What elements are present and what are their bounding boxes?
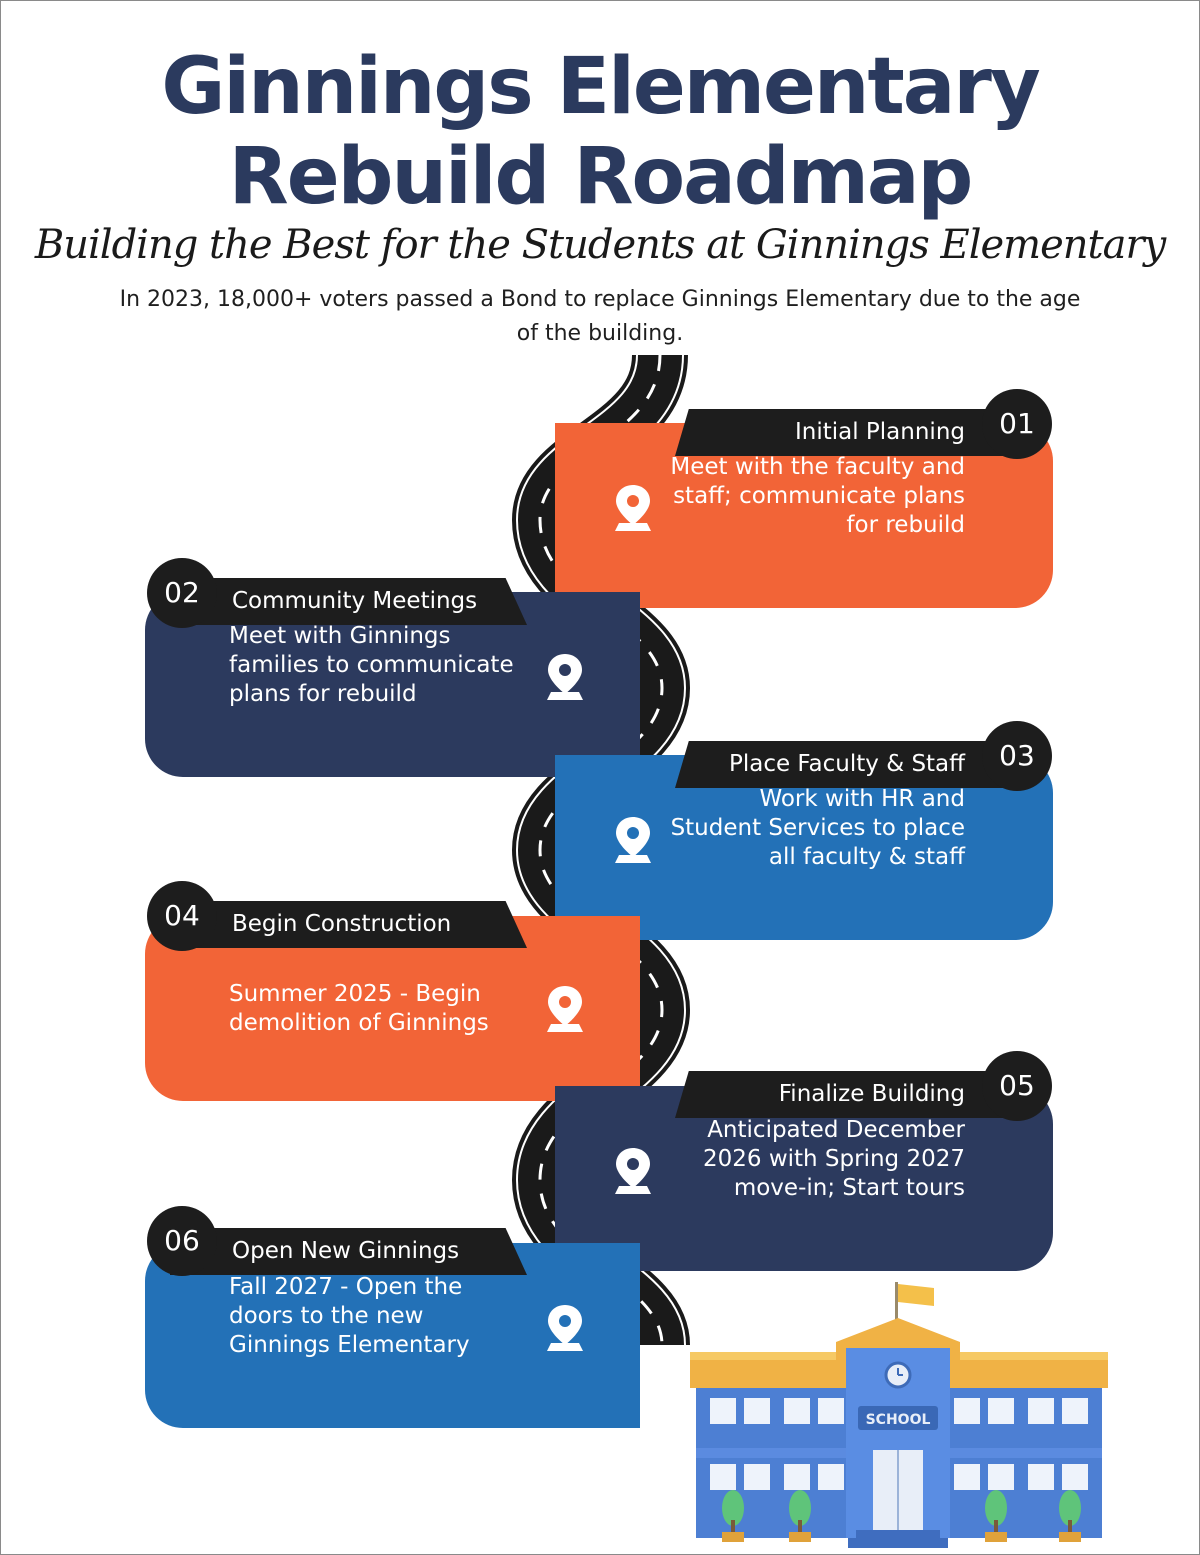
- step-description: Anticipated December 2026 with Spring 20…: [702, 1117, 965, 1201]
- step-description: Summer 2025 - Begin demolition of Ginnin…: [229, 981, 489, 1036]
- school-sign-text: SCHOOL: [866, 1412, 931, 1428]
- step-title-bar-05: Finalize Building: [675, 1071, 1020, 1118]
- page-subtitle: Building the Best for the Students at Gi…: [34, 222, 1166, 268]
- step-title: Begin Construction: [232, 911, 452, 937]
- step-title: Place Faculty & Staff: [728, 751, 965, 777]
- map-pin-icon: [547, 1305, 583, 1351]
- step-description: Fall 2027 - Open the doors to the new Gi…: [229, 1274, 470, 1358]
- step-title: Finalize Building: [778, 1081, 965, 1107]
- step-number-badge: 02: [147, 558, 217, 628]
- map-pin-icon: [615, 1148, 651, 1194]
- school-building-icon: SCHOOL: [690, 1282, 1108, 1548]
- map-pin-icon: [615, 817, 651, 863]
- step-number-badge: 04: [147, 881, 217, 951]
- step-number-badge: 05: [982, 1051, 1052, 1121]
- map-pin-icon: [615, 485, 651, 531]
- map-pin-icon: [547, 986, 583, 1032]
- step-description: Work with HR and Student Services to pla…: [670, 786, 965, 870]
- step-title-bar-01: Initial Planning: [675, 409, 1020, 456]
- step-title-bar-04: Begin Construction: [170, 901, 527, 948]
- step-description: Meet with Ginnings families to communica…: [229, 623, 514, 707]
- step-title: Community Meetings: [232, 588, 478, 614]
- step-title-bar-03: Place Faculty & Staff: [675, 741, 1020, 788]
- step-title-bar-06: Open New Ginnings: [170, 1228, 527, 1275]
- map-pin-icon: [547, 654, 583, 700]
- step-description: Meet with the faculty and staff; communi…: [670, 454, 965, 538]
- page-title-line-1: Ginnings Elementary: [161, 42, 1040, 132]
- intro-text: In 2023, 18,000+ voters passed a Bond to…: [119, 287, 1081, 346]
- step-title: Open New Ginnings: [232, 1238, 460, 1264]
- step-number-badge: 06: [147, 1206, 217, 1276]
- step-title: Initial Planning: [794, 419, 965, 445]
- step-number-badge: 03: [982, 721, 1052, 791]
- page-title-line-2: Rebuild Roadmap: [228, 132, 974, 222]
- step-number-badge: 01: [982, 389, 1052, 459]
- step-title-bar-02: Community Meetings: [170, 578, 527, 625]
